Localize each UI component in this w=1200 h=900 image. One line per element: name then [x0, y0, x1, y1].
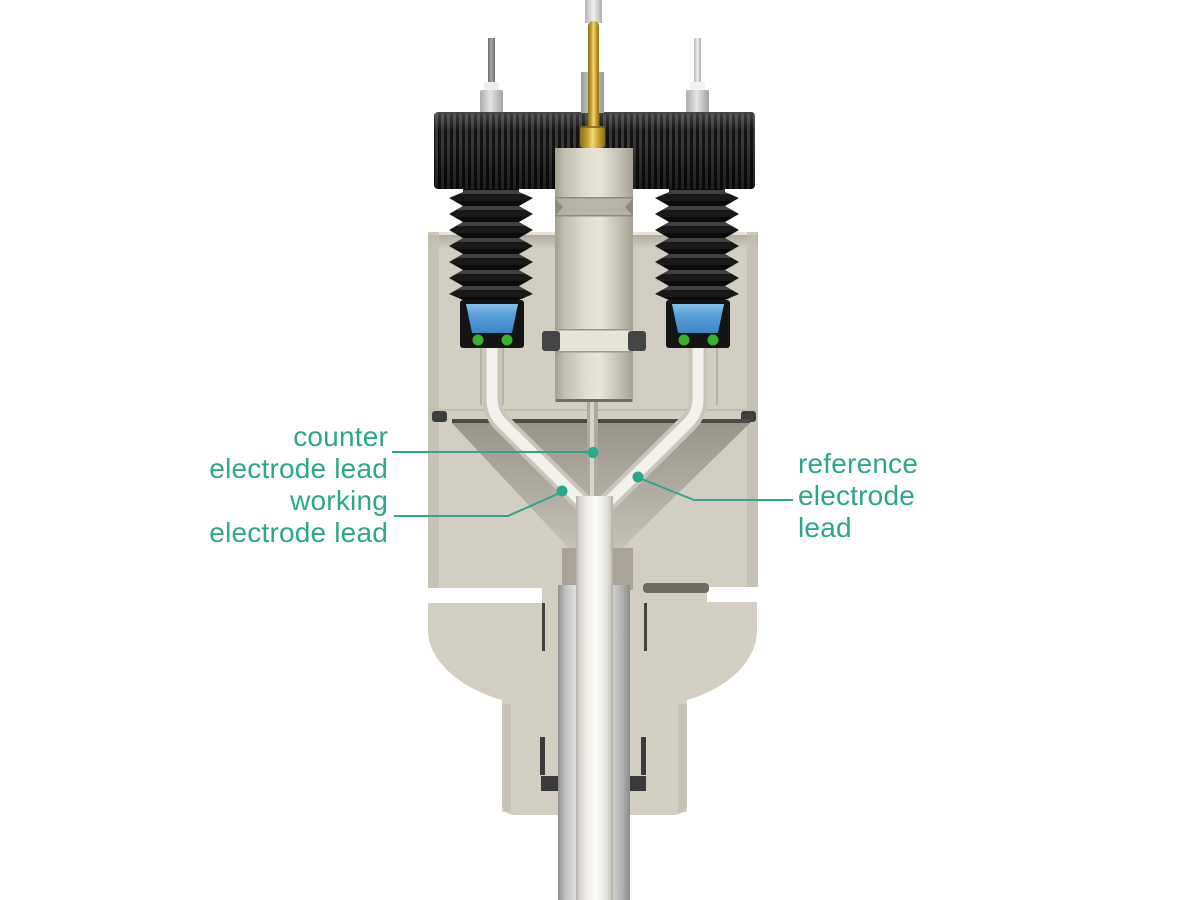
ferrule-assembly-right — [666, 300, 730, 348]
flange-slit-right — [644, 603, 647, 651]
label-line: reference — [798, 448, 919, 479]
leader-dot-working — [556, 485, 568, 497]
thread-fitting-right — [655, 188, 739, 303]
tube-bore-right2 — [716, 347, 718, 405]
gold-pin — [588, 21, 599, 131]
bottom-oring-groove-right — [641, 737, 646, 775]
cylinder-oring-band — [555, 330, 633, 352]
label-line: lead — [798, 512, 852, 543]
leader-dot-counter — [587, 447, 599, 458]
green-oring — [707, 334, 719, 346]
cylinder-groove — [555, 198, 633, 216]
joint-slot-left — [428, 588, 542, 603]
leader-working — [394, 491, 563, 517]
tube-bore-left — [480, 347, 482, 405]
cylinder-oring-right — [628, 331, 646, 351]
lead-wire-right — [686, 38, 709, 113]
blue-ferrule-right — [672, 304, 724, 333]
inner-tube — [576, 496, 613, 900]
label-line: electrode — [798, 480, 915, 511]
thread-fitting-left — [449, 188, 533, 303]
label-line: electrode lead — [209, 453, 388, 484]
center-cylinder — [542, 148, 646, 402]
cylinder-oring-left — [542, 331, 560, 351]
green-oring — [501, 334, 513, 346]
joint-oring-left — [432, 411, 447, 422]
electrode-tubes — [482, 336, 708, 513]
green-oring — [472, 334, 484, 346]
annotations — [392, 447, 793, 517]
joint-slot-right — [707, 587, 758, 602]
gold-collar — [580, 126, 605, 148]
lead-wire-left — [480, 38, 503, 113]
label-line: counter — [293, 421, 388, 452]
top-cable — [585, 0, 602, 23]
tube-bore-left2 — [502, 347, 504, 405]
blue-ferrule-left — [466, 304, 518, 333]
leader-reference — [637, 476, 793, 501]
green-oring — [678, 334, 690, 346]
label-reference-electrode-lead: reference electrode lead — [798, 448, 918, 544]
joint-slot-groove — [643, 583, 709, 593]
gold-pin-assembly — [580, 0, 605, 148]
label-counter-electrode-lead: counter electrode lead — [209, 421, 388, 485]
label-working-electrode-lead: working electrode lead — [209, 485, 388, 549]
flange-slit-left — [542, 603, 545, 651]
bottom-oring-groove-left — [540, 737, 545, 775]
leader-dot-reference — [632, 471, 644, 483]
label-line: electrode lead — [209, 517, 388, 548]
label-line: working — [290, 485, 388, 516]
ferrule-assembly-left — [460, 300, 524, 348]
